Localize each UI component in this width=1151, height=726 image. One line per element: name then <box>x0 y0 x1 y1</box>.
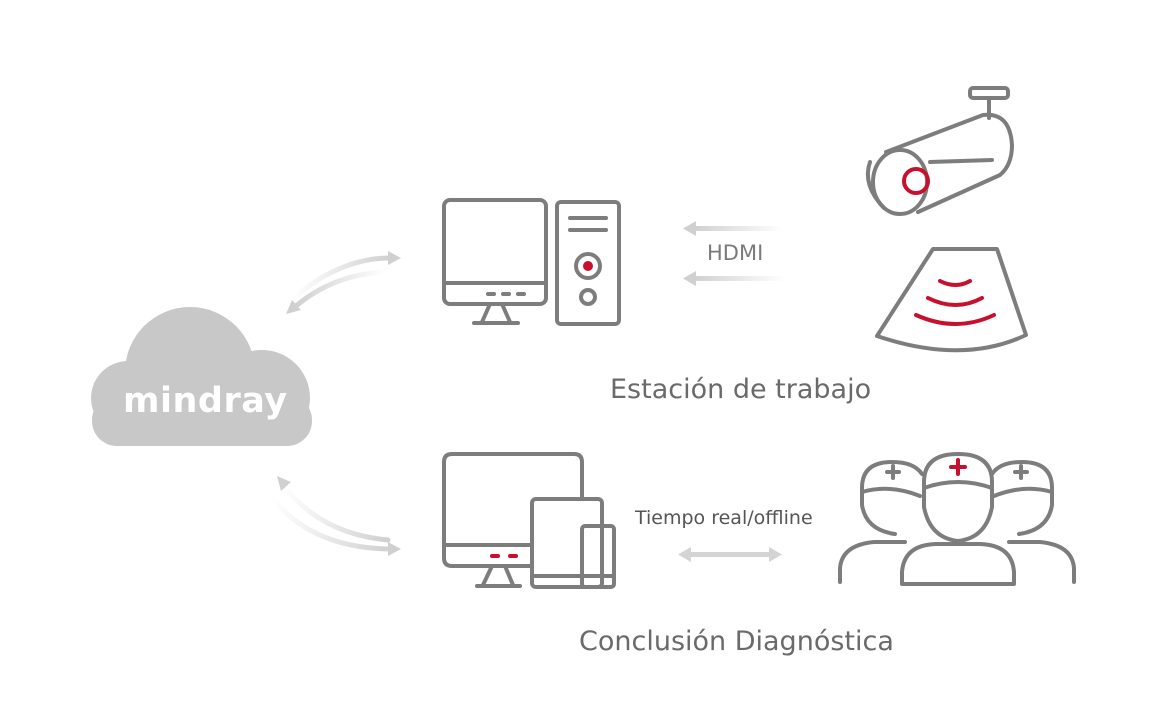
realtime-arrow <box>678 547 782 562</box>
camera-lens <box>902 167 930 195</box>
multi-device-icon <box>442 452 616 589</box>
camera-icon <box>865 86 1014 216</box>
cloud-workstation-arrows <box>286 251 401 314</box>
ultrasound-waves <box>914 279 996 326</box>
hdmi-arrows <box>683 221 784 286</box>
cloud-icon <box>91 307 312 446</box>
power-indicator <box>583 261 593 271</box>
doctors-team-icon <box>838 452 1076 586</box>
hdmi-label: HDMI <box>707 241 764 265</box>
ultrasound-probe-icon <box>875 247 1028 353</box>
cloud-diagnosis-arrows <box>269 476 401 556</box>
workstation-caption: Estación de trabajo <box>610 374 872 405</box>
realtime-offline-label: Tiempo real/offline <box>635 507 813 529</box>
brand-logo-text: mindray <box>123 381 288 421</box>
diagnosis-caption: Conclusión Diagnóstica <box>579 626 894 657</box>
desktop-computer-icon <box>442 198 621 326</box>
doctor-cross-icons <box>885 458 1029 480</box>
